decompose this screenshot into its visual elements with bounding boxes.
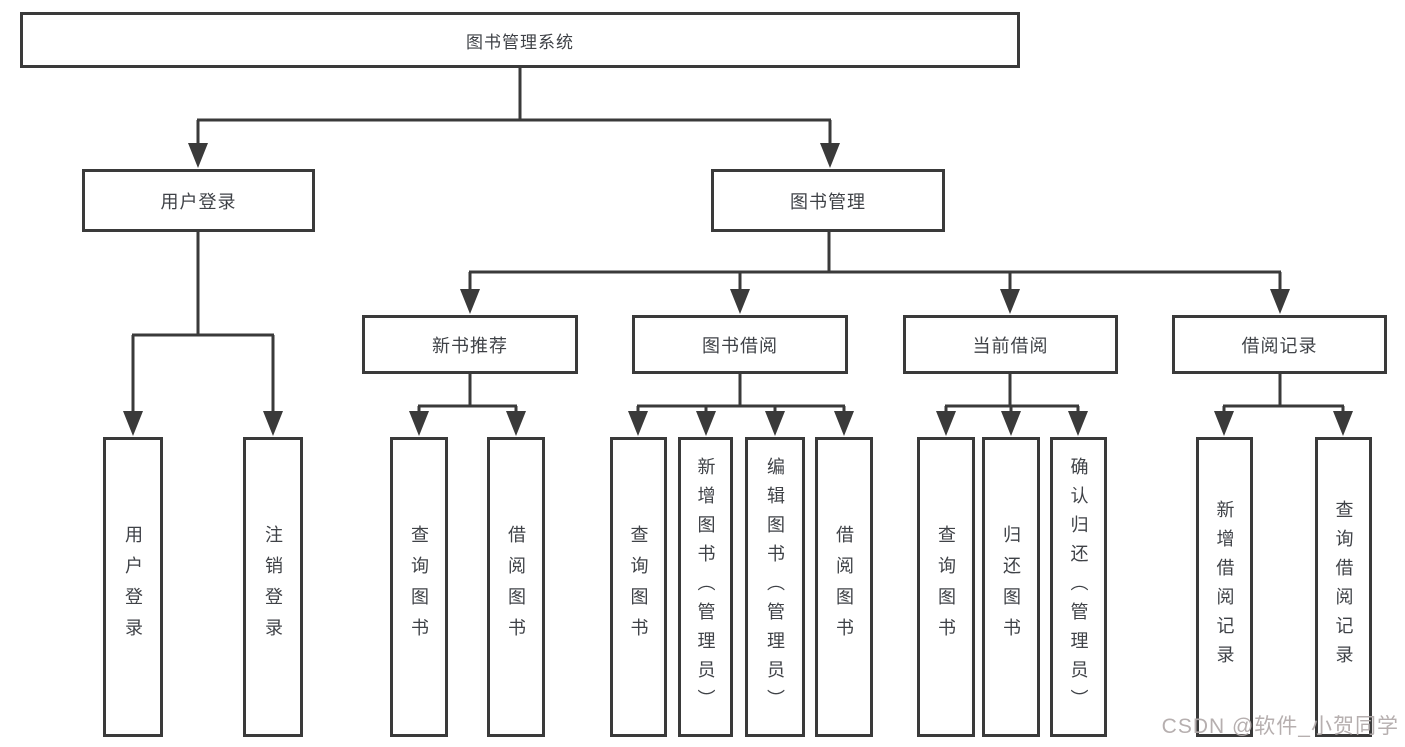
node-label: 图书管理 xyxy=(790,191,866,212)
arrow-icon xyxy=(263,411,283,436)
node-user-login: 用户登录 xyxy=(82,169,315,232)
leaf-user-login: 用户登录 xyxy=(103,437,163,737)
connector-borrowrecord-to-leaves xyxy=(1222,374,1345,414)
connector-newbookrec-to-leaves xyxy=(417,374,518,414)
node-book-management: 图书管理 xyxy=(711,169,945,232)
arrow-icon xyxy=(1270,289,1290,314)
leaf-borrow-books: 借阅图书 xyxy=(815,437,873,737)
node-borrowing-records: 借阅记录 xyxy=(1172,315,1387,374)
node-label: 借阅图书 xyxy=(506,525,526,649)
arrow-icon xyxy=(820,143,840,168)
node-label: 图书借阅 xyxy=(702,335,778,356)
node-label: 新书推荐 xyxy=(432,335,508,356)
node-book-borrowing: 图书借阅 xyxy=(632,315,848,374)
node-label: 用户登录 xyxy=(160,191,237,212)
node-label: 用户登录 xyxy=(123,525,143,649)
connector-userlogin-to-leaves xyxy=(131,232,275,414)
arrow-icon xyxy=(1214,411,1234,436)
arrow-icon xyxy=(628,411,648,436)
arrow-icon xyxy=(1001,411,1021,436)
leaf-confirm-return-admin: 确认归还（管理员） xyxy=(1050,437,1107,737)
arrow-icon xyxy=(506,411,526,436)
leaf-add-books-admin: 新增图书（管理员） xyxy=(678,437,733,737)
connector-bookborrow-to-leaves xyxy=(636,374,846,414)
node-label: 注销登录 xyxy=(263,525,283,649)
csdn-watermark: CSDN @软件_小贺同学 xyxy=(1161,715,1399,738)
arrow-icon xyxy=(1333,411,1353,436)
node-label: 借阅图书 xyxy=(834,525,854,649)
arrow-icon xyxy=(730,289,750,314)
node-current-borrowing: 当前借阅 xyxy=(903,315,1118,374)
node-label: 当前借阅 xyxy=(972,335,1049,356)
node-label: 确认归还（管理员） xyxy=(1068,456,1089,718)
node-label: 归还图书 xyxy=(1001,525,1021,649)
leaf-query-books-recommend: 查询图书 xyxy=(390,437,448,737)
node-library-management-system: 图书管理系统 xyxy=(20,12,1020,68)
arrow-icon xyxy=(1068,411,1088,436)
leaf-query-books-borrowing: 查询图书 xyxy=(610,437,667,737)
arrow-icon xyxy=(409,411,429,436)
leaf-return-books: 归还图书 xyxy=(982,437,1040,737)
connector-currentborrow-to-leaves xyxy=(944,374,1080,414)
leaf-logout: 注销登录 xyxy=(243,437,303,737)
node-label: 查询图书 xyxy=(628,525,649,649)
leaf-query-borrow-record: 查询借阅记录 xyxy=(1315,437,1372,737)
node-label: 查询借阅记录 xyxy=(1333,500,1354,674)
connector-root-to-level2 xyxy=(196,68,832,147)
arrow-icon xyxy=(696,411,716,436)
arrow-icon xyxy=(123,411,143,436)
node-label: 新增借阅记录 xyxy=(1214,500,1235,674)
leaf-borrow-books-recommend: 借阅图书 xyxy=(487,437,545,737)
leaf-query-books-current: 查询图书 xyxy=(917,437,975,737)
arrow-icon xyxy=(1000,289,1020,314)
node-label: 查询图书 xyxy=(409,525,429,649)
node-label: 图书管理系统 xyxy=(466,32,574,52)
node-new-book-recommendation: 新书推荐 xyxy=(362,315,578,374)
arrow-icon xyxy=(460,289,480,314)
arrow-icon xyxy=(765,411,785,436)
arrow-icon xyxy=(188,143,208,168)
node-label: 查询图书 xyxy=(936,525,956,649)
node-label: 编辑图书（管理员） xyxy=(765,456,785,718)
connector-bookmgmt-to-level3 xyxy=(468,232,1282,293)
arrow-icon xyxy=(834,411,854,436)
node-label: 新增图书（管理员） xyxy=(695,456,716,718)
arrow-icon xyxy=(936,411,956,436)
leaf-add-borrow-record: 新增借阅记录 xyxy=(1196,437,1253,737)
node-label: 借阅记录 xyxy=(1241,335,1318,356)
leaf-edit-books-admin: 编辑图书（管理员） xyxy=(745,437,805,737)
